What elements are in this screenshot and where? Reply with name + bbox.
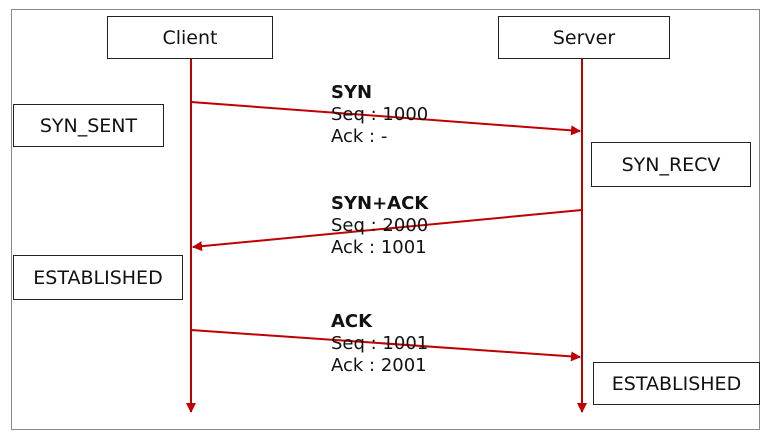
message-name: SYN (331, 82, 373, 103)
ack-message: ACK Seq : 1001 Ack : 2001 (331, 311, 428, 377)
syn-ack-arrow (192, 209, 583, 252)
server-state-syn-recv: SYN_RECV (591, 142, 751, 187)
message-ack: Ack : 2001 (331, 355, 427, 376)
message-seq: Seq : 1001 (331, 333, 429, 354)
client-label: Client (162, 26, 218, 49)
syn-ack-message: SYN+ACK Seq : 2000 Ack : 1001 (331, 193, 428, 259)
diagram-frame (11, 9, 760, 430)
state-label: SYN_RECV (621, 153, 721, 176)
message-seq: Seq : 2000 (331, 215, 429, 236)
syn-message: SYN Seq : 1000 Ack : - (331, 82, 428, 148)
message-seq: Seq : 1000 (331, 104, 429, 125)
message-name: ACK (331, 311, 373, 332)
server-state-established: ESTABLISHED (593, 362, 760, 405)
syn-arrow (190, 101, 581, 136)
ack-arrow (190, 329, 581, 362)
state-label: ESTABLISHED (611, 372, 742, 395)
server-actor-box: Server (498, 16, 670, 59)
state-label: ESTABLISHED (33, 266, 163, 289)
server-label: Server (552, 26, 616, 49)
client-state-syn-sent: SYN_SENT (13, 104, 164, 147)
message-name: SYN+ACK (331, 193, 429, 214)
message-ack: Ack : - (331, 126, 388, 147)
message-ack: Ack : 1001 (331, 237, 427, 258)
client-actor-box: Client (107, 16, 273, 59)
client-state-established: ESTABLISHED (13, 255, 183, 300)
state-label: SYN_SENT (39, 114, 138, 137)
